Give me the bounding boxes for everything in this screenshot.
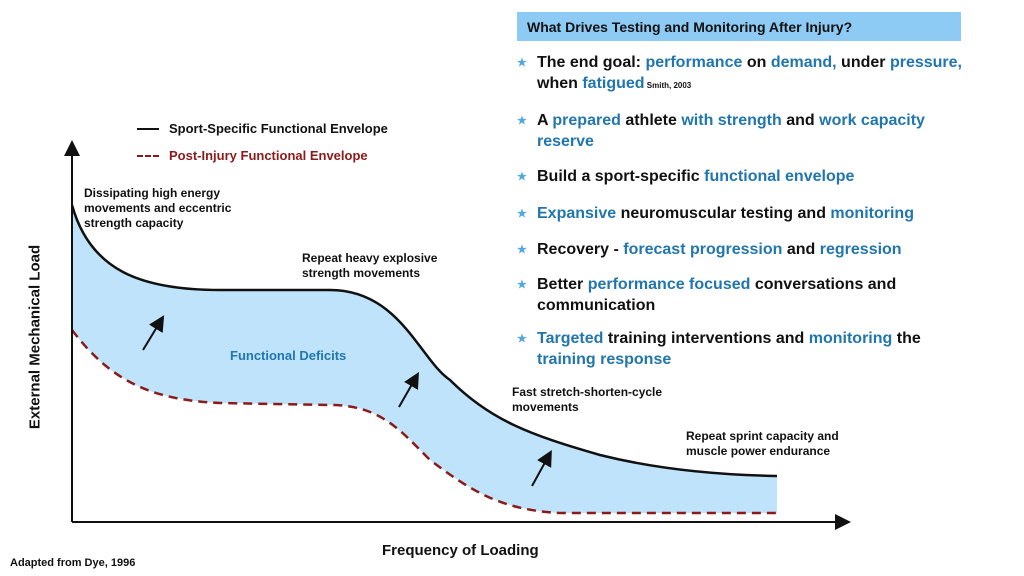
- functional-deficits-label: Functional Deficits: [230, 348, 347, 363]
- highlight-text: monitoring: [808, 330, 893, 347]
- bullet-segment: The end goal:: [537, 54, 646, 71]
- functional-deficit-area: [72, 205, 777, 513]
- highlight-text: functional envelope: [704, 168, 855, 185]
- highlight-text: prepared: [552, 112, 621, 129]
- highlight-text: Targeted: [537, 330, 604, 347]
- y-axis-label: External Mechanical Load: [26, 244, 44, 430]
- bullet-segment: the: [892, 330, 921, 347]
- bullet-item: ★ A prepared athlete with strength and wo…: [517, 110, 977, 152]
- legend-solid-label: Sport-Specific Functional Envelope: [169, 121, 388, 136]
- star-icon: ★: [517, 279, 527, 291]
- bullet-item: ★ The end goal: performance on demand, un…: [517, 52, 977, 96]
- bullet-text: Expansive neuromuscular testing and moni…: [537, 203, 977, 225]
- highlight-text: monitoring: [830, 205, 914, 222]
- legend-dashed-swatch: [137, 154, 159, 157]
- bullet-text: Build a sport-specific functional envelo…: [537, 166, 977, 188]
- citation-small: Smith, 2003: [644, 81, 692, 90]
- legend-solid: Sport-Specific Functional Envelope: [137, 121, 388, 136]
- star-icon: ★: [517, 208, 527, 220]
- bullet-item: ★ Better performance focused conversation…: [517, 274, 977, 316]
- arrow-up-2: [398, 372, 419, 408]
- arrow-up-1: [142, 315, 165, 351]
- highlight-text: fatigued: [582, 75, 645, 92]
- bullet-item: ★ Expansive neuromuscular testing and mon…: [517, 203, 977, 225]
- star-icon: ★: [517, 171, 527, 183]
- bullet-segment: and: [782, 241, 820, 258]
- bullet-segment: athlete: [620, 112, 682, 129]
- bullet-text: Better performance focused conversations…: [537, 274, 977, 316]
- highlight-text: work capacity reserve: [537, 112, 925, 150]
- bullet-segment: conversations and communication: [537, 276, 897, 314]
- highlight-text: regression: [819, 241, 902, 258]
- highlight-text: performance: [645, 54, 743, 71]
- bullet-segment: Better: [537, 276, 588, 293]
- post-injury-envelope-line: [71, 329, 777, 515]
- star-icon: ★: [517, 244, 527, 256]
- bullet-segment: under: [836, 54, 890, 71]
- x-axis-label: Frequency of Loading: [382, 542, 539, 559]
- highlight-text: with strength: [681, 112, 782, 129]
- bullet-item: ★ Build a sport-specific functional envel…: [517, 166, 977, 188]
- arrow-up-3: [531, 449, 552, 487]
- bullet-segment: on: [742, 54, 771, 71]
- star-icon: ★: [517, 115, 527, 127]
- bullet-segment: A: [537, 112, 553, 129]
- bullet-segment: training interventions and: [603, 330, 809, 347]
- citation: Adapted from Dye, 1996: [10, 557, 136, 569]
- bullet-segment: when: [537, 75, 583, 92]
- bullet-segment: neuromuscular testing and: [616, 205, 831, 222]
- bullet-segment: Recovery -: [537, 241, 624, 258]
- highlight-text: performance focused: [587, 276, 751, 293]
- annotation-ssc: Fast stretch-shorten-cycle movements: [512, 385, 663, 414]
- bullet-text: The end goal: performance on demand, und…: [537, 52, 977, 96]
- bullet-text: A prepared athlete with strength and wor…: [537, 110, 977, 152]
- panel-title: What Drives Testing and Monitoring After…: [517, 12, 961, 41]
- highlight-text: demand,: [770, 54, 837, 71]
- legend-solid-swatch: [137, 127, 159, 130]
- annotation-explosive: Repeat heavy explosive strength movement…: [302, 251, 438, 280]
- star-icon: ★: [517, 57, 527, 69]
- bullet-segment: and: [781, 112, 820, 129]
- highlight-text: pressure,: [889, 54, 962, 71]
- highlight-text: training response: [537, 351, 672, 368]
- highlight-text: Expansive: [537, 205, 617, 222]
- bullet-segment: Build a sport-specific: [537, 168, 705, 185]
- bullet-item: ★ Recovery - forecast progression and reg…: [517, 239, 977, 261]
- legend-dashed: Post-Injury Functional Envelope: [137, 148, 368, 163]
- legend-dashed-label: Post-Injury Functional Envelope: [169, 148, 368, 163]
- bullet-item: ★ Targeted training interventions and mon…: [517, 328, 977, 370]
- sport-specific-envelope-line: [70, 204, 778, 478]
- annotation-sprint: Repeat sprint capacity and muscle power …: [686, 429, 839, 458]
- bullet-text: Recovery - forecast progression and regr…: [537, 239, 977, 261]
- star-icon: ★: [517, 333, 527, 345]
- bullet-text: Targeted training interventions and moni…: [537, 328, 977, 370]
- highlight-text: forecast progression: [623, 241, 783, 258]
- annotation-eccentric: Dissipating high energy movements and ec…: [84, 186, 232, 230]
